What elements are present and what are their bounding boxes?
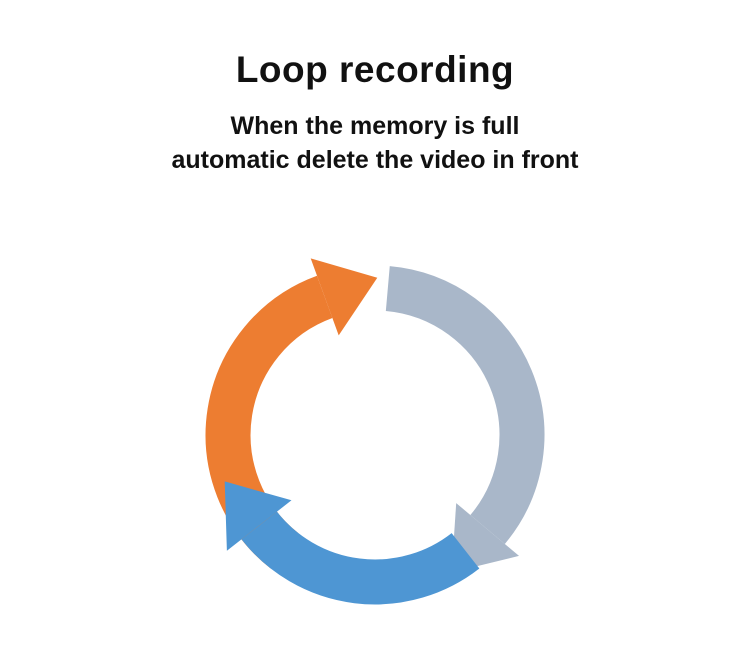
header: Loop recording When the memory is full a… — [0, 0, 750, 178]
subtitle-line-2: automatic delete the video in front — [171, 146, 579, 175]
subtitle: When the memory is full automatic delete… — [0, 110, 750, 178]
gray-arc — [385, 266, 545, 544]
blue-arrowhead-icon — [224, 481, 292, 551]
blue-arc — [241, 511, 480, 605]
orange-arrowhead-icon — [310, 258, 378, 336]
loop-cycle-svg — [205, 258, 545, 605]
loop-diagram — [0, 195, 750, 650]
subtitle-line-1: When the memory is full — [230, 112, 520, 141]
page-title: Loop recording — [235, 49, 515, 90]
